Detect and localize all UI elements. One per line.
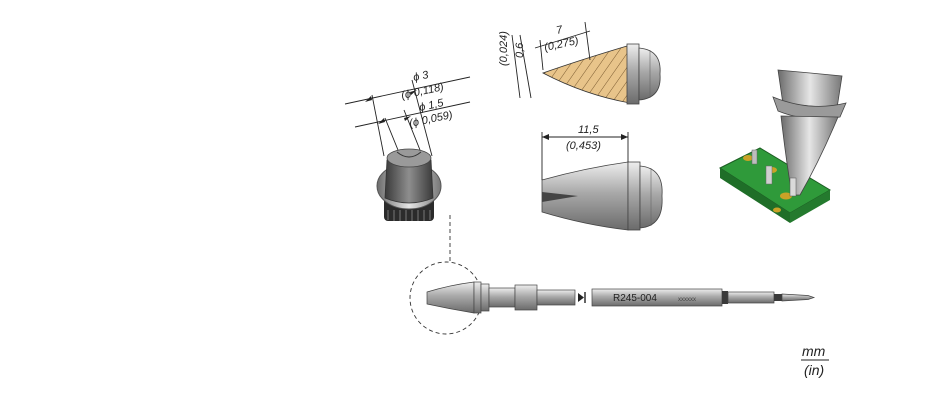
inner-diameter-in: (ϕ 0,059)	[408, 109, 454, 130]
tip-blade-side-view	[541, 43, 661, 105]
cartridge-part-number: R245-004	[613, 293, 657, 304]
tip-front-view	[376, 148, 442, 221]
blade-dimension-lines	[511, 21, 591, 99]
outer-diameter-mm: ϕ 3	[412, 69, 430, 84]
tip-side-view	[541, 161, 663, 231]
thickness-in: (0,024)	[498, 31, 510, 66]
tip-length-dimension-lines	[541, 132, 629, 180]
inner-diameter-mm: ϕ 1,5	[418, 97, 445, 114]
thickness-mm: 0,6	[514, 42, 526, 58]
tip-length-mm: 11,5	[578, 124, 599, 136]
blade-length-mm: 7	[555, 24, 564, 37]
unit-legend: mm (in)	[801, 343, 829, 378]
diameter-dimension-lines	[344, 76, 471, 157]
pcb-usage-illustration	[718, 69, 847, 223]
cartridge-serial: xxxxxx	[678, 297, 696, 303]
unit-secondary: (in)	[804, 362, 824, 378]
blade-length-in: (0,275)	[543, 35, 580, 54]
unit-primary: mm	[802, 343, 826, 359]
tip-length-in: (0,453)	[566, 140, 601, 152]
cartridge-full-view	[409, 215, 816, 335]
